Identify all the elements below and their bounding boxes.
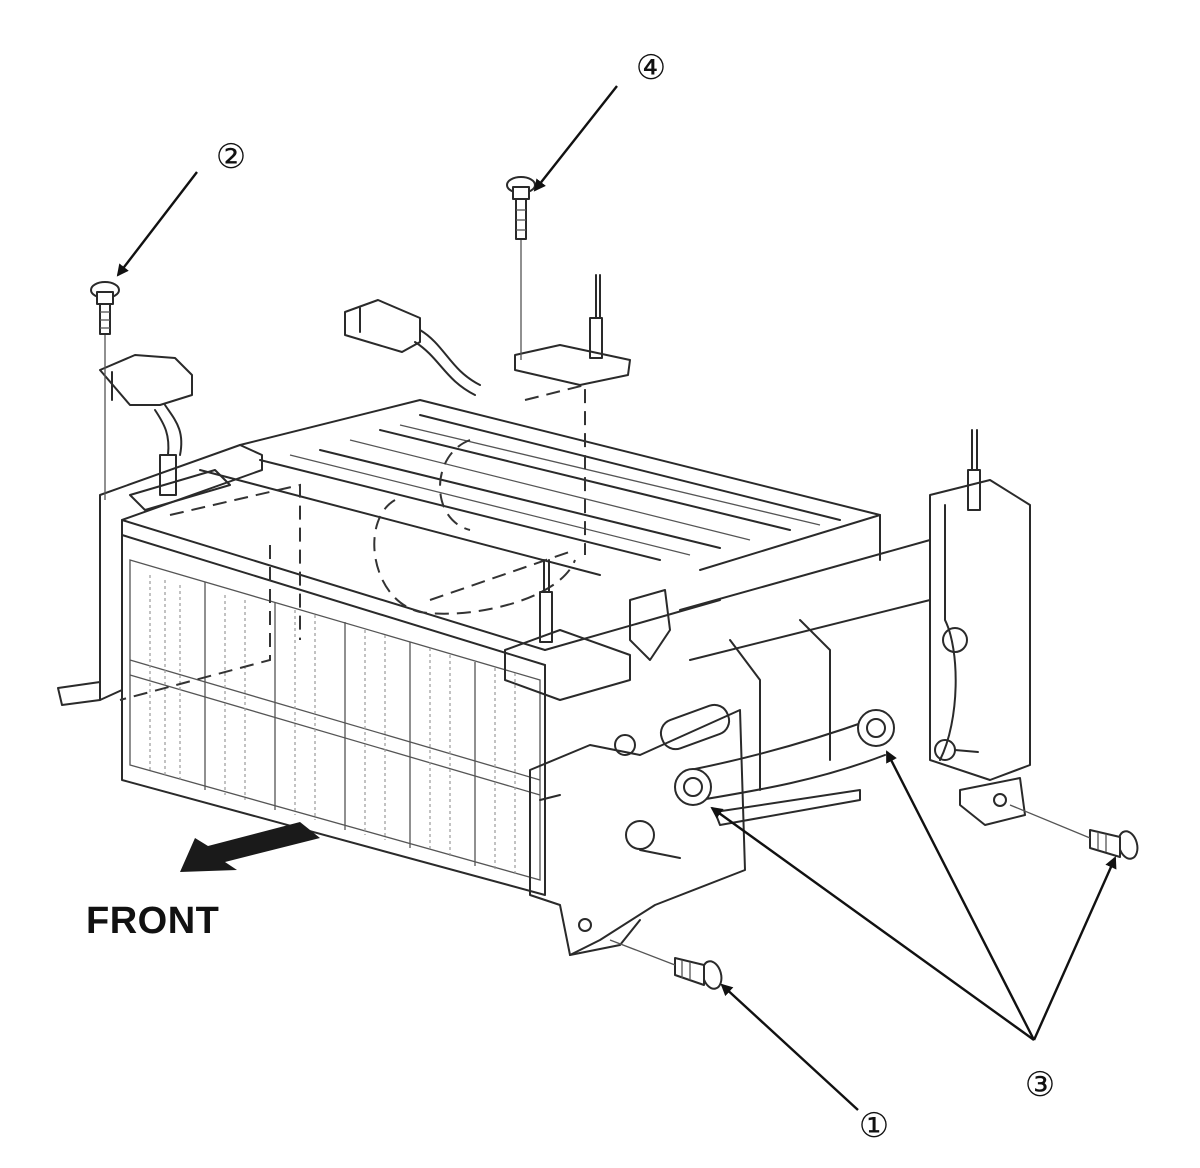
callout-1: ① — [858, 1106, 890, 1146]
cross-strap — [674, 709, 895, 826]
front-mounting-bracket — [529, 703, 746, 956]
center-bracket — [504, 539, 931, 791]
bolt-1 — [609, 939, 723, 990]
hidden-duct — [119, 383, 586, 701]
left-connector — [99, 354, 231, 511]
cell-grid — [129, 559, 541, 881]
left-end-bracket — [57, 444, 546, 706]
front-label: FRONT — [86, 900, 220, 942]
leader-lines — [116, 85, 1117, 1111]
callout-4: ④ — [635, 48, 667, 88]
top-connector — [344, 299, 481, 396]
bolt-3 — [1009, 804, 1139, 860]
front-direction-arrow — [180, 822, 320, 872]
bolt-2 — [90, 281, 120, 500]
callout-2: ② — [215, 137, 247, 177]
callout-3: ③ — [1024, 1065, 1056, 1105]
top-bracket — [514, 274, 631, 386]
battery-housing — [121, 399, 881, 896]
bolt-4 — [506, 176, 536, 360]
right-end-bracket — [929, 429, 1031, 826]
